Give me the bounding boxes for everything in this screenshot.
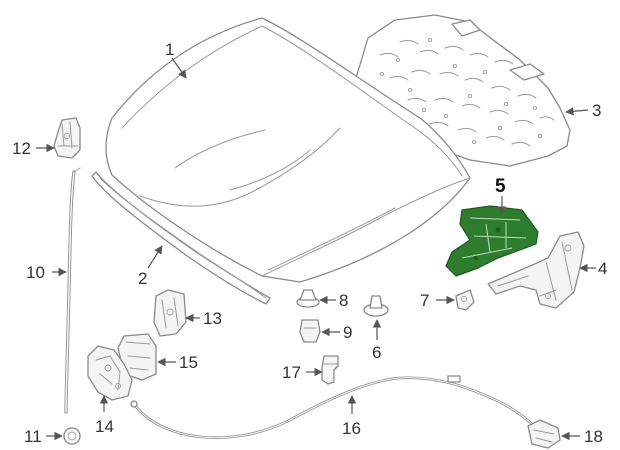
bumper-9 (299, 319, 321, 343)
callout-1: 1 (165, 40, 174, 59)
callout-6: 6 (372, 343, 381, 362)
callout-13: 13 (203, 309, 222, 328)
rod-grommet (63, 427, 81, 445)
hinge-bracket-highlighted (445, 205, 539, 277)
callout-16: 16 (342, 419, 361, 438)
bumper-17 (321, 355, 339, 385)
leader-3 (565, 107, 589, 116)
callout-4: 4 (598, 259, 607, 278)
hood-seal-strip (91, 171, 271, 305)
callout-labels: 1 2 3 4 5 6 7 8 9 10 11 12 13 14 15 16 1… (12, 40, 607, 446)
callout-10: 10 (26, 263, 45, 282)
leader-lines (36, 57, 596, 441)
callout-11: 11 (24, 427, 42, 446)
plug-7 (455, 289, 475, 311)
callout-17: 17 (282, 363, 301, 382)
hood-panel (105, 17, 471, 283)
release-cable (130, 375, 536, 439)
leader-2 (147, 245, 163, 269)
hood-hinge (487, 231, 585, 309)
hood-latch (87, 345, 133, 401)
callout-7: 7 (420, 291, 429, 310)
callout-12: 12 (12, 139, 31, 158)
callout-9: 9 (343, 323, 352, 342)
buffer-6 (363, 295, 389, 317)
release-handle (527, 419, 561, 449)
callout-3: 3 (592, 101, 601, 120)
callout-5: 5 (495, 176, 506, 197)
callout-14: 14 (95, 417, 114, 436)
callout-2: 2 (138, 269, 147, 288)
callout-18: 18 (584, 427, 603, 446)
callout-8: 8 (339, 291, 348, 310)
latch-bracket (153, 289, 187, 337)
clip-8 (296, 289, 320, 308)
leader-1 (171, 57, 187, 79)
callout-15: 15 (179, 353, 198, 372)
hood-rod-holder (53, 117, 81, 159)
hood-prop-rod (64, 167, 81, 414)
